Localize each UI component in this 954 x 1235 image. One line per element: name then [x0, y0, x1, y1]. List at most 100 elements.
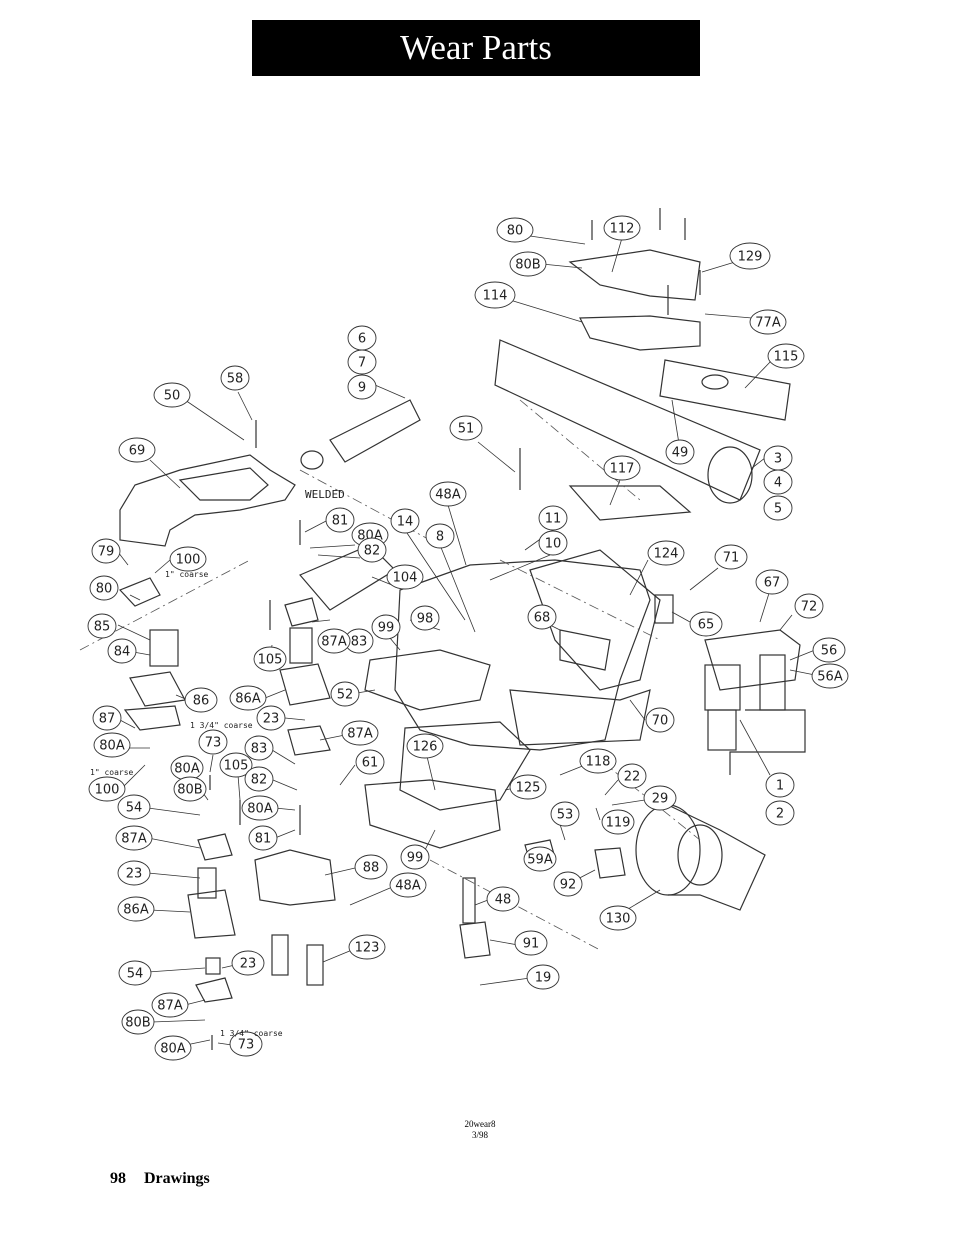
callout-bubble [811, 663, 849, 689]
callout-c105_top: 105 [253, 646, 287, 672]
callout-label: 54 [127, 967, 144, 982]
callout-label: 81 [332, 514, 349, 529]
callout-bubble [390, 508, 420, 534]
callout-bubble [256, 705, 286, 731]
callout-bubble [714, 544, 748, 570]
callout-bubble [550, 801, 580, 827]
callout-c9: 9 [347, 374, 377, 400]
callout-bubble [538, 530, 568, 556]
callout-c87a_2: 87A [341, 720, 379, 746]
callout-label: 83 [351, 635, 368, 650]
callout-label: 117 [610, 462, 635, 477]
callout-bubble [117, 896, 155, 922]
callout-label: 11 [545, 512, 562, 527]
callout-label: 100 [176, 553, 201, 568]
callout-c114: 114 [474, 281, 516, 309]
callout-c81_mid: 81 [248, 825, 278, 851]
callout-c100_mid: 100 [88, 776, 126, 802]
callout-bubble [219, 752, 253, 778]
callout-c118: 118 [579, 748, 617, 774]
callout-bubble [449, 415, 483, 441]
callout-bubble [553, 871, 583, 897]
callout-label: 29 [652, 792, 669, 807]
callout-bubble [169, 546, 207, 572]
callout-c124: 124 [647, 540, 685, 566]
callout-bubble [89, 575, 119, 601]
callout-label: 91 [523, 937, 540, 952]
callout-c123: 123 [348, 934, 386, 960]
callout-bubble [643, 785, 677, 811]
callout-label: 84 [114, 645, 131, 660]
callout-c129: 129 [729, 242, 771, 270]
callout-bubble [729, 242, 771, 270]
callout-c65: 65 [689, 611, 723, 637]
callout-c8: 8 [425, 523, 455, 549]
callout-bubble [354, 854, 388, 880]
callout-c115: 115 [767, 343, 805, 369]
callout-c83_top: 83 [344, 628, 374, 654]
callout-c67: 67 [755, 569, 789, 595]
callout-bubble [647, 540, 685, 566]
callout-label: 4 [774, 476, 782, 491]
callout-label: 49 [672, 446, 689, 461]
page-footer: 98 Drawings [110, 1170, 224, 1188]
callout-label: 67 [764, 576, 781, 591]
callout-c48a_top: 48A [429, 481, 467, 507]
callout-label: 58 [227, 372, 244, 387]
callout-bubble [765, 800, 795, 826]
callout-bubble [509, 774, 547, 800]
callout-label: 48 [495, 893, 512, 908]
callout-c84: 84 [107, 638, 137, 664]
callout-c1: 1 [765, 772, 795, 798]
callout-bubble [92, 705, 122, 731]
note-coarse-34-top: 1 3/4" coarse [190, 721, 253, 730]
callout-label: 80 [507, 224, 524, 239]
callout-bubble [151, 992, 189, 1018]
page-title-text: Wear Parts [400, 28, 552, 67]
callout-bubble [357, 537, 387, 563]
callout-bubble [763, 469, 793, 495]
callout-label: 100 [95, 783, 120, 798]
callout-c100_top: 100 [169, 546, 207, 572]
callout-label: 86A [123, 903, 149, 918]
callout-c29: 29 [643, 785, 677, 811]
callout-c50: 50 [153, 382, 191, 408]
callout-bubble [317, 628, 351, 654]
callout-label: 123 [355, 941, 380, 956]
callout-label: 1 [776, 779, 784, 794]
assembly-guide-lines [79, 399, 701, 951]
callout-bubble [400, 844, 430, 870]
callout-label: 54 [126, 801, 143, 816]
callout-bubble [117, 860, 151, 886]
callout-c72: 72 [794, 593, 824, 619]
callout-label: 112 [610, 222, 635, 237]
callout-label: 23 [263, 712, 280, 727]
callout-bubble [184, 687, 218, 713]
callout-c54_1: 54 [117, 794, 151, 820]
callout-c58: 58 [220, 365, 250, 391]
callout-c88: 88 [354, 854, 388, 880]
callout-bubble [93, 732, 131, 758]
callout-label: 77A [755, 316, 781, 331]
callout-c69: 69 [118, 437, 156, 463]
callout-bubble [253, 646, 287, 672]
page-title: Wear Parts [252, 20, 700, 76]
callout-c86: 86 [184, 687, 218, 713]
note-coarse-1: 1" coarse [165, 570, 209, 579]
callout-c117: 117 [603, 455, 641, 481]
callout-label: 61 [362, 756, 379, 771]
callout-bubble [406, 733, 444, 759]
parts-illustration [118, 208, 806, 1050]
callout-bubble [244, 735, 274, 761]
callout-c59a: 59A [523, 846, 557, 872]
callout-bubble [527, 604, 557, 630]
callout-label: 130 [606, 912, 631, 927]
callout-bubble [386, 564, 424, 590]
callout-bubble [244, 766, 274, 792]
callout-bubble [347, 374, 377, 400]
callout-c73_bot: 73 [229, 1031, 263, 1057]
callout-c5: 5 [763, 495, 793, 521]
callout-c23_2: 23 [117, 860, 151, 886]
callout-bubble [523, 846, 557, 872]
